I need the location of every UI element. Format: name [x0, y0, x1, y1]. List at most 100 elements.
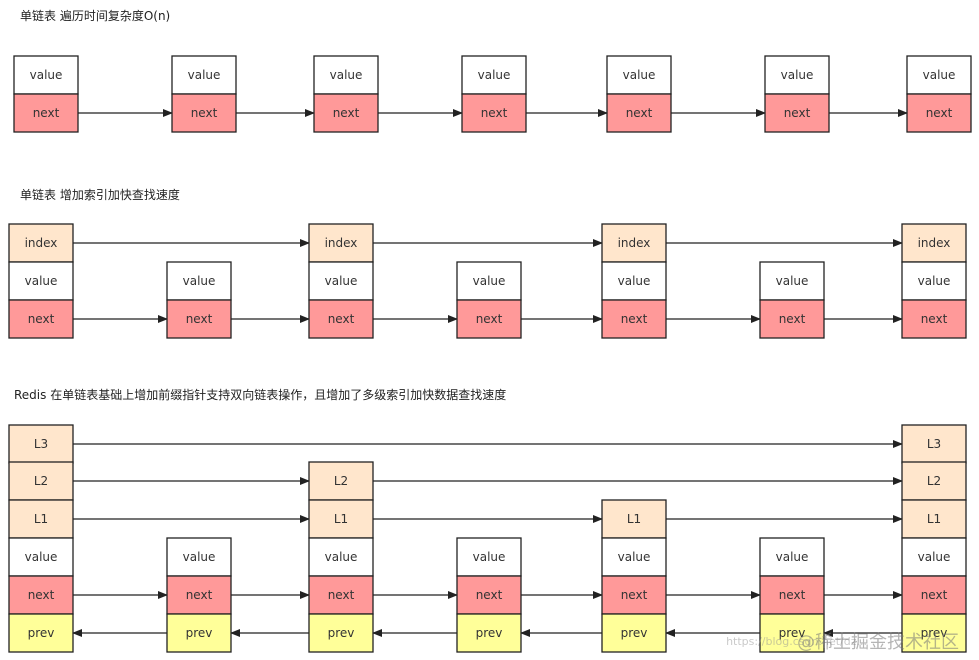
- s2-node-2-next: next: [308, 299, 374, 339]
- s3-node-4-next: next: [601, 575, 667, 615]
- s3-node-4-L1-label: L1: [627, 512, 641, 526]
- s3-node-3-next-label: next: [476, 588, 503, 602]
- s2-node-4-value-label: value: [618, 274, 651, 288]
- s3-node-6-L2: L2: [901, 461, 967, 501]
- s3-node-4-L1: L1: [601, 499, 667, 539]
- s3-node-6-L2-label: L2: [927, 474, 941, 488]
- s1-node-4-next-label: next: [626, 106, 653, 120]
- s2-node-6-index: index: [901, 223, 967, 263]
- s2-node-2-next-label: next: [328, 312, 355, 326]
- caption-indexed-list: 单链表 增加索引加快查找速度: [20, 188, 180, 202]
- s1-node-5-next-label: next: [784, 106, 811, 120]
- caption-singly-linked-list: 单链表 遍历时间复杂度O(n): [20, 9, 171, 23]
- s3-node-4-prev: prev: [601, 613, 667, 653]
- s3-node-2-L1: L1: [308, 499, 374, 539]
- s2-node-4-next: next: [601, 299, 667, 339]
- s1-node-6-next-label: next: [926, 106, 953, 120]
- s3-node-6-L3-label: L3: [927, 437, 941, 451]
- s3-node-6-prev-label: prev: [921, 626, 948, 640]
- s1-node-0-value-label: value: [30, 68, 63, 82]
- s3-node-2-L2: L2: [308, 461, 374, 501]
- s3-node-6-next-label: next: [921, 588, 948, 602]
- s2-node-0-next: next: [8, 299, 74, 339]
- s3-node-6-L1-label: L1: [927, 512, 941, 526]
- s3-node-6-value-label: value: [918, 550, 951, 564]
- s2-node-3-value-label: value: [473, 274, 506, 288]
- s3-node-1-next-label: next: [186, 588, 213, 602]
- s2-node-3-next: next: [456, 299, 522, 339]
- s3-node-1-prev: prev: [166, 613, 232, 653]
- s1-node-5-value-label: value: [781, 68, 814, 82]
- s2-node-5-value: value: [759, 261, 825, 301]
- s2-node-1-value: value: [166, 261, 232, 301]
- s3-node-5-next-label: next: [779, 588, 806, 602]
- s1-node-3-next: next: [461, 93, 527, 133]
- s2-node-6-next: next: [901, 299, 967, 339]
- s1-node-0-next-label: next: [33, 106, 60, 120]
- watermark: @稀土掘金技术社区: [797, 632, 959, 653]
- s3-node-6-L1: L1: [901, 499, 967, 539]
- s1-node-0-next: next: [13, 93, 79, 133]
- s3-node-0-L1-label: L1: [34, 512, 48, 526]
- s3-node-5-prev-label: prev: [779, 626, 806, 640]
- s3-node-3-prev: prev: [456, 613, 522, 653]
- s3-node-0-L3: L3: [8, 424, 74, 464]
- s3-node-2-L2-label: L2: [334, 474, 348, 488]
- s2-node-6-value: value: [901, 261, 967, 301]
- s1-node-5-value: value: [764, 55, 830, 95]
- s3-node-3-prev-label: prev: [476, 626, 503, 640]
- s3-node-1-prev-label: prev: [186, 626, 213, 640]
- s3-node-0-L3-label: L3: [34, 437, 48, 451]
- s3-node-0-next: next: [8, 575, 74, 615]
- s2-node-0-index-label: index: [25, 236, 58, 250]
- s3-node-2-prev: prev: [308, 613, 374, 653]
- s3-node-0-prev-label: prev: [28, 626, 55, 640]
- s3-node-3-next: next: [456, 575, 522, 615]
- s3-node-4-value-label: value: [618, 550, 651, 564]
- nodes-layer: value next value next value next value next valu…: [8, 55, 972, 653]
- s2-node-2-value-label: value: [325, 274, 358, 288]
- s3-node-4-next-label: next: [621, 588, 648, 602]
- s1-node-3-value-label: value: [478, 68, 511, 82]
- s2-node-4-value: value: [601, 261, 667, 301]
- s1-node-2-next-label: next: [333, 106, 360, 120]
- s3-node-2-next-label: next: [328, 588, 355, 602]
- s1-node-2-value: value: [313, 55, 379, 95]
- edges-layer: [72, 109, 908, 637]
- s2-node-2-index-label: index: [325, 236, 358, 250]
- s2-node-0-value-label: value: [25, 274, 58, 288]
- s3-node-0-L2-label: L2: [34, 474, 48, 488]
- s1-node-3-next-label: next: [481, 106, 508, 120]
- s3-node-0-value: value: [8, 537, 74, 577]
- s3-node-5-prev: prev: [759, 613, 825, 653]
- s3-node-3-value-label: value: [473, 550, 506, 564]
- s3-node-0-prev: prev: [8, 613, 74, 653]
- s1-node-2-next: next: [313, 93, 379, 133]
- s2-node-1-value-label: value: [183, 274, 216, 288]
- s3-node-5-next: next: [759, 575, 825, 615]
- s2-node-6-next-label: next: [921, 312, 948, 326]
- s1-node-2-value-label: value: [330, 68, 363, 82]
- s2-node-4-next-label: next: [621, 312, 648, 326]
- s2-node-1-next: next: [166, 299, 232, 339]
- s2-node-4-index: index: [601, 223, 667, 263]
- s2-node-2-value: value: [308, 261, 374, 301]
- s3-node-4-prev-label: prev: [621, 626, 648, 640]
- s2-node-3-next-label: next: [476, 312, 503, 326]
- s1-node-1-next-label: next: [191, 106, 218, 120]
- s2-node-1-next-label: next: [186, 312, 213, 326]
- s3-node-6-L3: L3: [901, 424, 967, 464]
- s2-node-6-value-label: value: [918, 274, 951, 288]
- s3-node-6-next: next: [901, 575, 967, 615]
- s3-node-2-prev-label: prev: [328, 626, 355, 640]
- s1-node-1-value: value: [171, 55, 237, 95]
- s2-node-0-next-label: next: [28, 312, 55, 326]
- s1-node-3-value: value: [461, 55, 527, 95]
- s3-node-1-value-label: value: [183, 550, 216, 564]
- s3-node-2-value: value: [308, 537, 374, 577]
- s1-node-5-next: next: [764, 93, 830, 133]
- s3-node-5-value: value: [759, 537, 825, 577]
- s2-node-2-index: index: [308, 223, 374, 263]
- s3-node-0-value-label: value: [25, 550, 58, 564]
